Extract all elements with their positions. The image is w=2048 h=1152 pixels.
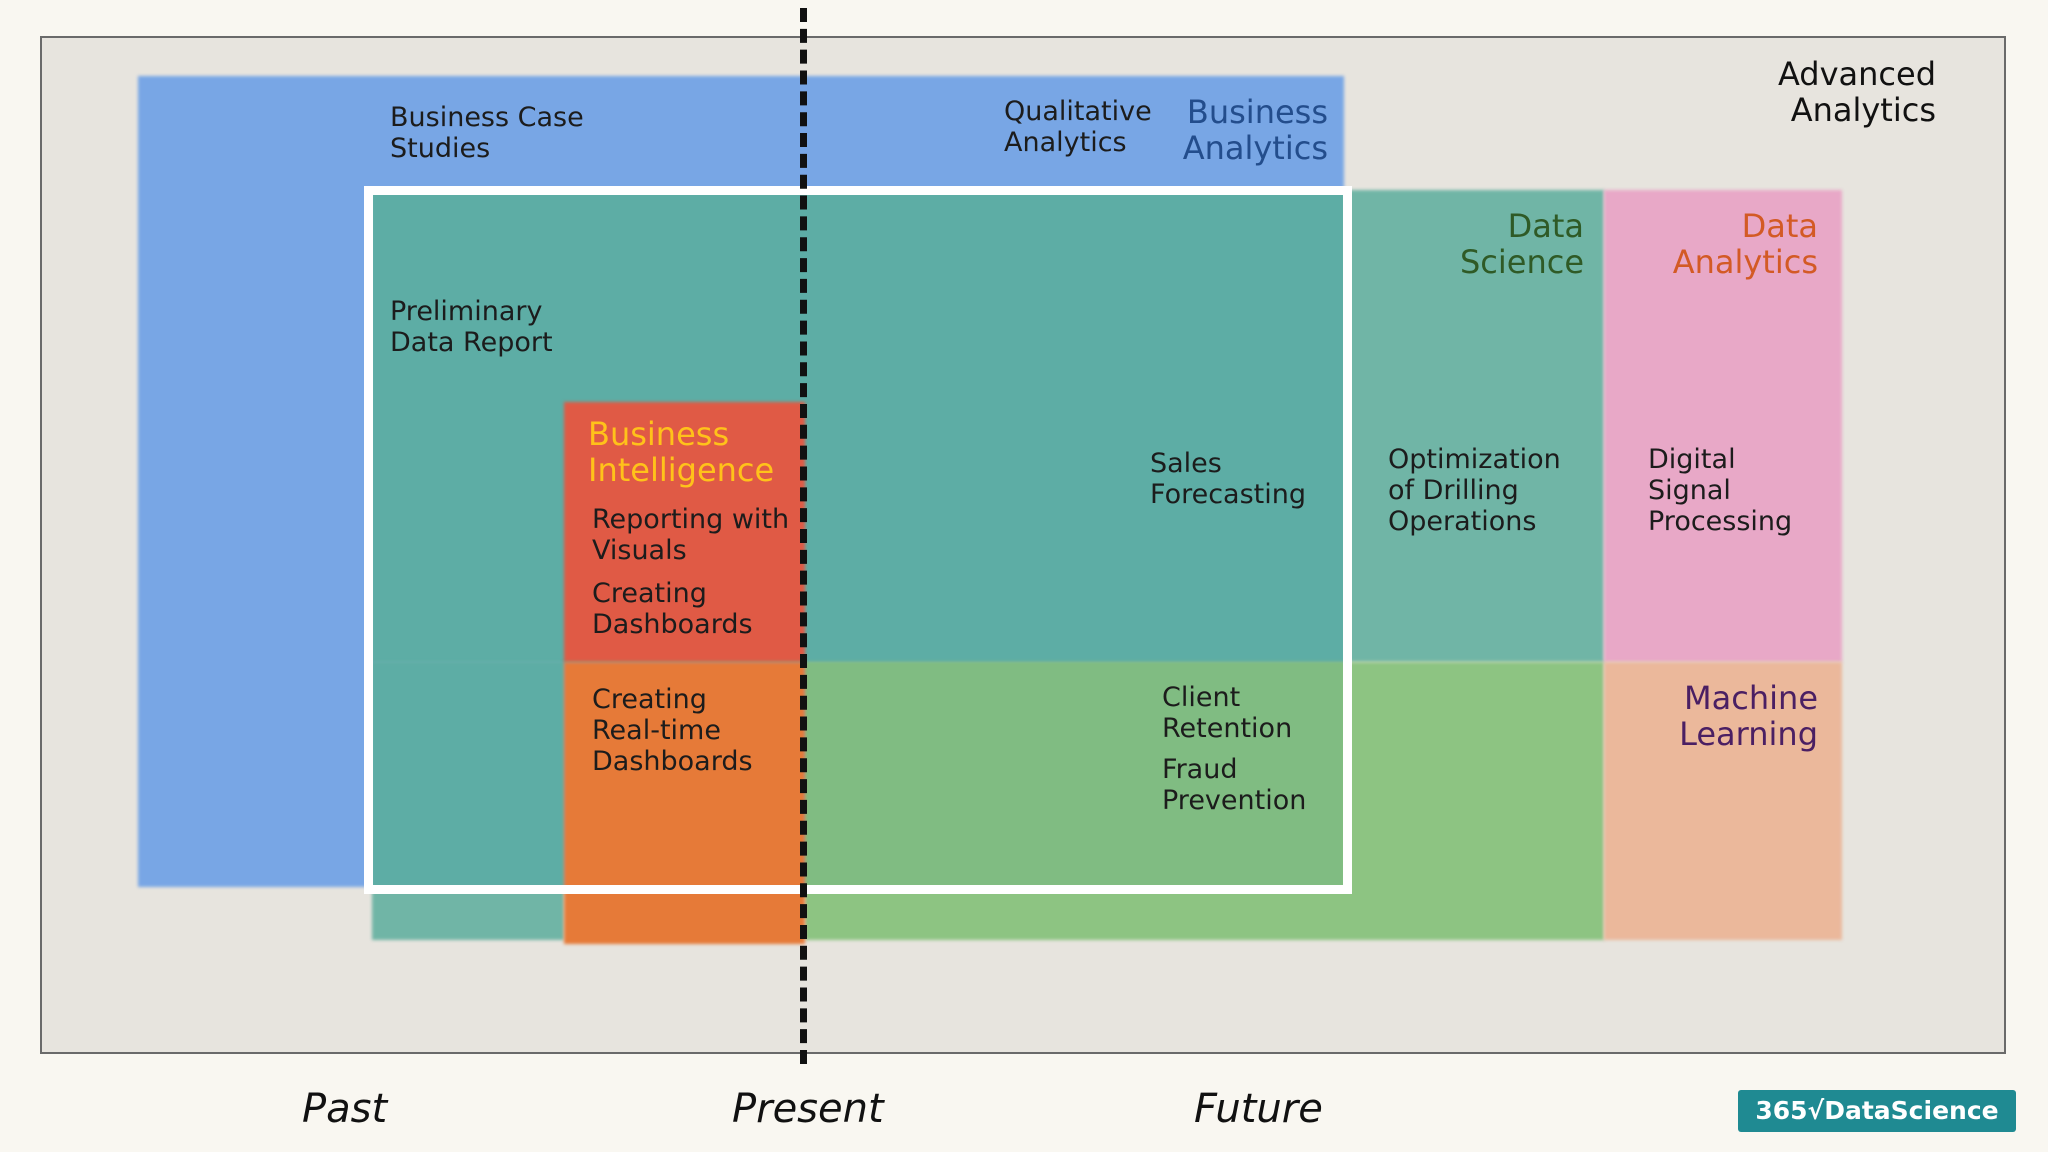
sales-forecasting-label: Sales Forecasting (1150, 448, 1307, 510)
advanced-analytics-heading: Advanced Analytics (1777, 55, 1936, 129)
data-science-heading: Data Science (1459, 207, 1584, 281)
present-divider-line (800, 8, 807, 1064)
business-case-studies-label: Business Case Studies (390, 102, 584, 164)
fraud-prevention-label: Fraud Prevention (1162, 754, 1307, 816)
business-analytics-heading: Business Analytics (1182, 93, 1328, 167)
preliminary-data-report-label: Preliminary Data Report (390, 296, 553, 358)
overlap-teal-lower-region (372, 662, 564, 887)
creating-realtime-dashboards-label: Creating Real-time Dashboards (592, 684, 753, 777)
data-analytics-highlight-box (364, 186, 1352, 894)
overlap-teal-region (372, 190, 1344, 662)
optimization-of-drilling-label: Optimization of Drilling Operations (1388, 444, 1561, 537)
client-retention-label: Client Retention (1162, 682, 1293, 744)
business-intelligence-ml-region (564, 662, 805, 944)
digital-signal-processing-label: Digital Signal Processing (1648, 444, 1793, 537)
timeline-past-label: Past (302, 1086, 388, 1132)
reporting-with-visuals-label: Reporting with Visuals (592, 504, 790, 566)
data-analytics-ml-region (1604, 662, 1842, 940)
timeline-future-label: Future (1194, 1086, 1323, 1132)
business-intelligence-region (564, 402, 805, 662)
data-analytics-heading: Data Analytics (1672, 207, 1818, 281)
qualitative-analytics-label: Qualitative Analytics (1004, 96, 1152, 158)
business-intelligence-heading: Business Intelligence (588, 415, 775, 489)
data-analytics-region (1604, 190, 1842, 662)
creating-dashboards-label: Creating Dashboards (592, 578, 753, 640)
brand-logo: 365√DataScience (1738, 1090, 2016, 1132)
timeline-present-label: Present (732, 1086, 884, 1132)
overlap-green-region (805, 662, 1344, 887)
machine-learning-heading: Machine Learning (1679, 679, 1818, 753)
